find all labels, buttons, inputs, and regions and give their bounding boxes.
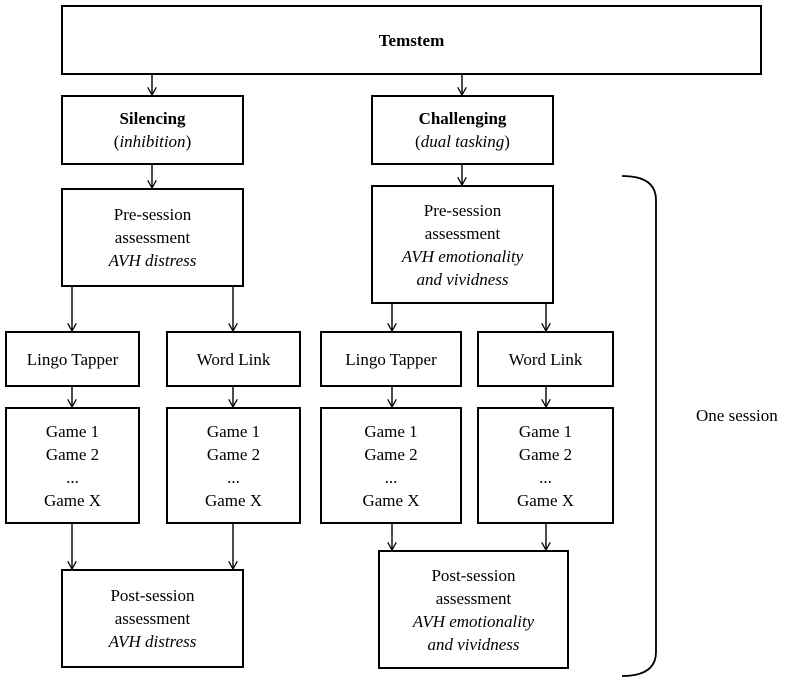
silencing-title: Silencing (119, 109, 186, 128)
pre-session-measure: AVH emotionality (401, 246, 524, 266)
pre-session-silencing-box: Pre-session assessment AVH distress (61, 188, 244, 287)
post-session-line1: Post-session (431, 565, 516, 585)
word-link-silencing-box: Word Link (166, 331, 301, 387)
silencing-subtitle: (inhibition) (113, 132, 192, 151)
pre-session-measure-2: and vividness (416, 269, 509, 289)
game-item: Game 2 (364, 444, 418, 464)
game-item: ... (539, 467, 552, 487)
game-item: Game X (204, 490, 263, 510)
game-item: Game X (516, 490, 575, 510)
session-bracket (621, 175, 657, 677)
app-name: Lingo Tapper (345, 349, 437, 369)
game-item: Game 2 (518, 444, 573, 464)
game-item: Game X (362, 490, 420, 510)
pre-session-line2: assessment (424, 223, 501, 243)
game-item: Game 1 (364, 421, 418, 441)
challenging-box: Challenging (dual tasking) (371, 95, 554, 165)
game-item: Game X (43, 490, 102, 510)
post-session-silencing-box: Post-session assessment AVH distress (61, 569, 244, 668)
game-item: Game 2 (206, 444, 261, 464)
game-list-challenging-word: Game 1 Game 2 ... Game X (477, 407, 614, 524)
pre-session-measure: AVH distress (108, 251, 197, 270)
app-name: Word Link (508, 349, 583, 369)
post-session-measure: AVH emotionality (412, 611, 535, 631)
one-session-label: One session (696, 406, 778, 425)
challenging-subtitle: (dual tasking) (415, 132, 510, 151)
word-link-challenging-box: Word Link (477, 331, 614, 387)
app-name: Lingo Tapper (26, 349, 119, 369)
game-list-silencing-word: Game 1 Game 2 ... Game X (166, 407, 301, 524)
game-item: ... (384, 467, 398, 487)
game-item: ... (66, 467, 79, 487)
post-session-line2: assessment (114, 609, 191, 628)
temstem-box: Temstem (61, 5, 762, 75)
app-name: Word Link (196, 349, 271, 369)
game-list-silencing-lingo: Game 1 Game 2 ... Game X (5, 407, 140, 524)
challenging-title: Challenging (418, 109, 507, 128)
silencing-box: Silencing (inhibition) (61, 95, 244, 165)
game-item: Game 2 (45, 444, 100, 464)
lingo-tapper-silencing-box: Lingo Tapper (5, 331, 140, 387)
temstem-title: Temstem (378, 30, 445, 50)
game-item: ... (227, 467, 240, 487)
pre-session-line1: Pre-session (113, 205, 192, 224)
post-session-challenging-box: Post-session assessment AVH emotionality… (378, 550, 569, 669)
pre-session-challenging-box: Pre-session assessment AVH emotionality … (371, 185, 554, 304)
pre-session-line1: Pre-session (423, 200, 502, 220)
game-item: Game 1 (45, 421, 100, 441)
post-session-measure: AVH distress (108, 632, 197, 651)
game-list-challenging-lingo: Game 1 Game 2 ... Game X (320, 407, 462, 524)
game-item: Game 1 (518, 421, 573, 441)
game-item: Game 1 (206, 421, 261, 441)
post-session-measure-2: and vividness (427, 634, 520, 654)
post-session-line1: Post-session (110, 586, 195, 605)
post-session-line2: assessment (435, 588, 512, 608)
lingo-tapper-challenging-box: Lingo Tapper (320, 331, 462, 387)
pre-session-line2: assessment (114, 228, 191, 247)
